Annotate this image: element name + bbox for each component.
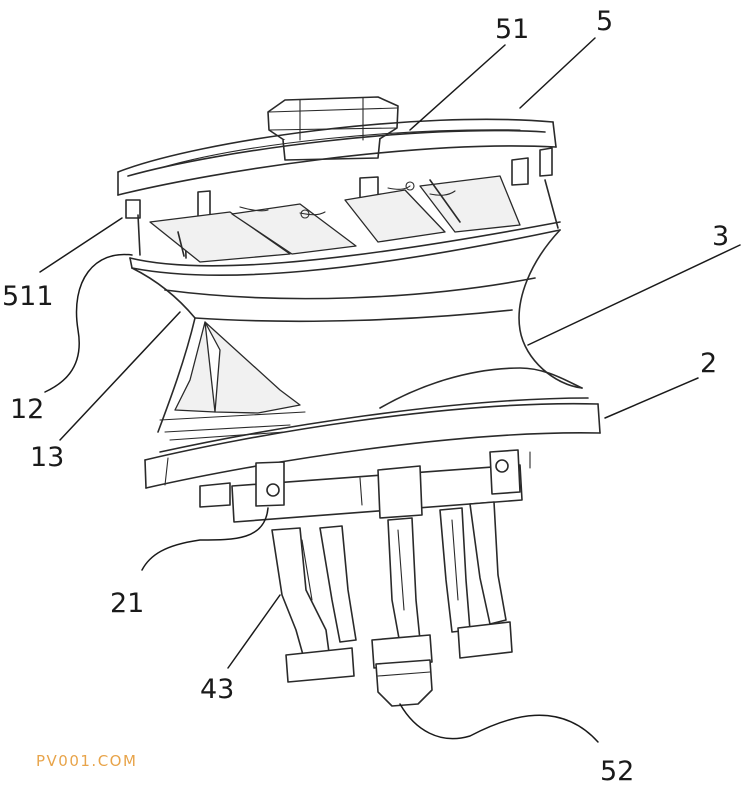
label-43: 43 [200,674,234,705]
bottom-nozzle [375,659,433,707]
label-21: 21 [110,588,144,619]
watermark-text: PV001.COM [36,752,137,770]
label-51: 51 [495,14,529,45]
reference-labels: 5 51 511 3 12 13 2 21 43 52 [2,6,729,786]
claw-legs [271,501,513,683]
label-511: 511 [2,281,54,312]
label-13: 13 [30,442,64,473]
leader-lines [39,37,741,743]
label-12: 12 [10,394,44,425]
base-plate [144,397,601,489]
fan-blade-region [137,175,559,263]
lower-block [199,449,523,523]
label-5: 5 [596,6,613,37]
label-2: 2 [700,348,717,379]
label-52: 52 [600,756,634,786]
label-3: 3 [712,221,729,252]
hourglass-body [131,229,583,441]
upper-flange [129,221,561,277]
